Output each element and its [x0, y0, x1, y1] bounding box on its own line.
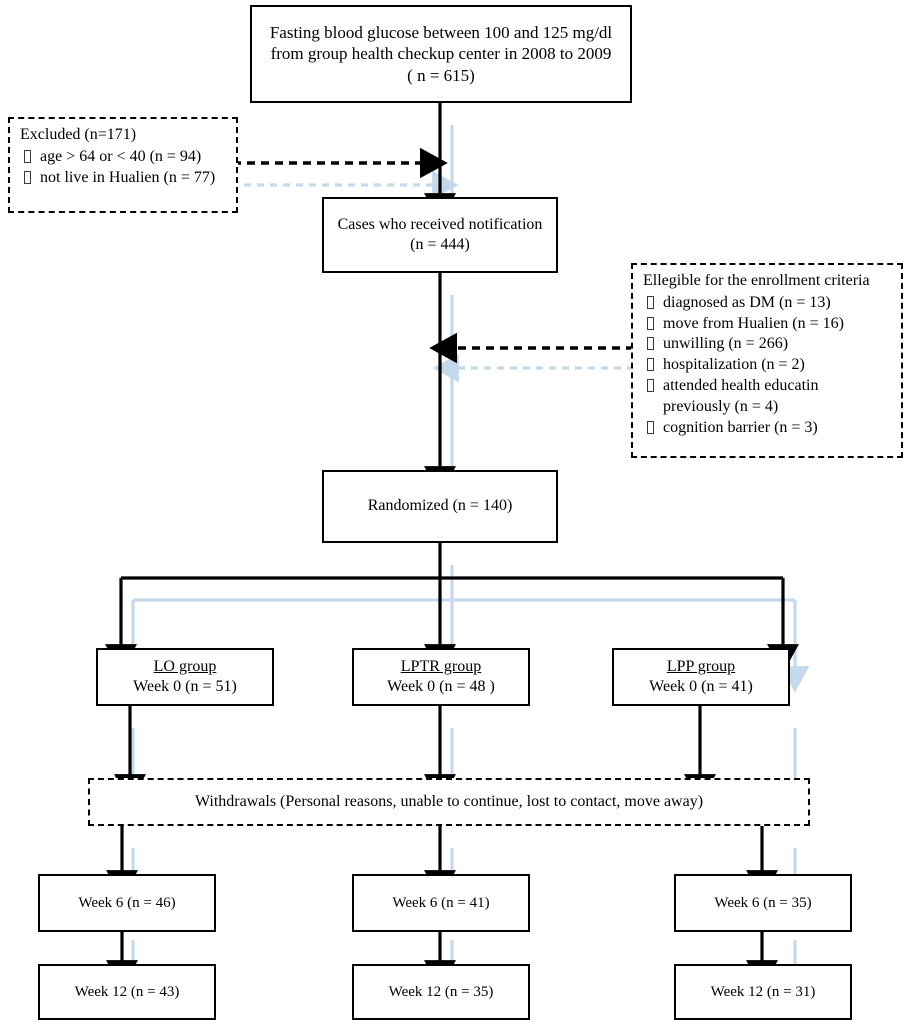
week12-lpp-label: Week 12 (n = 31) — [710, 983, 816, 1000]
ineligible-item-1: move from Hualien (n = 16) — [643, 314, 891, 335]
week6-lo-box[interactable]: Week 6 (n = 46) — [38, 874, 216, 932]
week12-lptr-label: Week 12 (n = 35) — [388, 983, 494, 1000]
randomized-box[interactable]: Randomized (n = 140) — [322, 470, 558, 543]
lpp-group-box[interactable]: LPP group Week 0 (n = 41) — [612, 648, 790, 706]
ineligible-item-4: attended health educatin — [643, 376, 891, 397]
ineligible-item-2: unwilling (n = 266) — [643, 334, 891, 355]
cases-notified-box[interactable]: Cases who received notification (n = 444… — [322, 197, 558, 273]
cases-notified-line-1: Cases who received notification — [337, 215, 543, 233]
week12-lpp-box[interactable]: Week 12 (n = 31) — [674, 964, 852, 1020]
week6-lo-label: Week 6 (n = 46) — [78, 894, 176, 911]
excluded-item-1: not live in Hualien (n = 77) — [20, 168, 226, 189]
enrollment-line-1: Fasting blood glucose between 100 and 12… — [269, 22, 613, 42]
bullet-box-icon — [647, 358, 654, 372]
lo-group-week0: Week 0 (n = 51) — [133, 678, 237, 695]
lpp-group-week0: Week 0 (n = 41) — [649, 678, 753, 695]
bullet-box-icon — [647, 316, 654, 330]
lo-group-title: LO group — [153, 657, 217, 675]
week6-lptr-box[interactable]: Week 6 (n = 41) — [352, 874, 530, 932]
cases-notified-line-2: (n = 444) — [410, 236, 470, 253]
ineligible-item-0: diagnosed as DM (n = 13) — [643, 293, 891, 314]
lptr-group-box[interactable]: LPTR group Week 0 (n = 48 ) — [352, 648, 530, 706]
week6-lpp-label: Week 6 (n = 35) — [714, 894, 812, 911]
withdrawals-box[interactable]: Withdrawals (Personal reasons, unable to… — [88, 778, 810, 826]
bullet-box-icon — [24, 170, 31, 184]
week12-lo-label: Week 12 (n = 43) — [74, 983, 180, 1000]
bullet-box-icon — [647, 337, 654, 351]
exclusion-arrows — [37, 147, 648, 364]
lptr-group-week0: Week 0 (n = 48 ) — [387, 678, 495, 695]
excluded-heading: Excluded (n=171) — [20, 126, 137, 143]
enrollment-box[interactable]: Fasting blood glucose between 100 and 12… — [250, 5, 632, 103]
bullet-box-icon — [647, 295, 654, 309]
excluded-item-0: age > 64 or < 40 (n = 94) — [20, 147, 226, 168]
randomized-label: Randomized (n = 140) — [367, 497, 513, 515]
bullet-box-icon — [647, 378, 654, 392]
week12-lptr-box[interactable]: Week 12 (n = 35) — [352, 964, 530, 1020]
ineligible-item-5: cognition barrier (n = 3) — [643, 418, 891, 439]
enrollment-line-3: ( n = 615) — [407, 65, 475, 85]
bullet-box-icon — [24, 149, 31, 163]
lpp-group-title: LPP group — [666, 657, 736, 675]
lo-group-box[interactable]: LO group Week 0 (n = 51) — [96, 648, 274, 706]
week6-lpp-box[interactable]: Week 6 (n = 35) — [674, 874, 852, 932]
week6-lptr-label: Week 6 (n = 41) — [392, 894, 490, 911]
withdrawals-label: Withdrawals (Personal reasons, unable to… — [194, 792, 704, 810]
excluded-box[interactable]: Excluded (n=171) age > 64 or < 40 (n = 9… — [8, 117, 238, 213]
ineligible-item-4-continuation: previously (n = 4) — [663, 397, 779, 415]
lptr-group-title: LPTR group — [400, 657, 482, 675]
enrollment-line-2: from group health checkup center in 2008… — [270, 44, 612, 64]
ineligible-item-3: hospitalization (n = 2) — [643, 355, 891, 376]
week12-lo-box[interactable]: Week 12 (n = 43) — [38, 964, 216, 1020]
bullet-box-icon — [647, 420, 654, 434]
ineligible-heading: Ellegible for the enrollment criteria — [643, 272, 870, 289]
ineligible-box[interactable]: Ellegible for the enrollment criteria di… — [631, 263, 903, 458]
